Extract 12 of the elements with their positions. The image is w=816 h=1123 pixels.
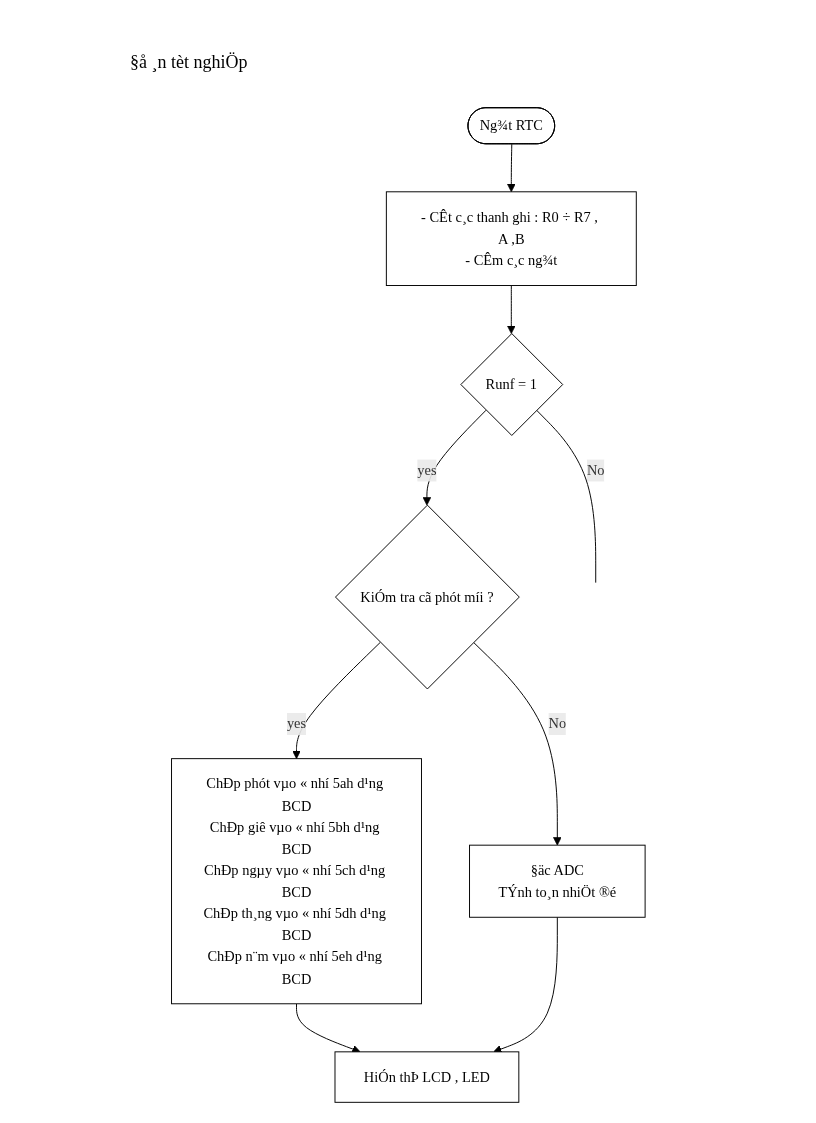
node-box: HiÓn thÞ LCD , LED [334,1051,519,1103]
node-diamond: Runf = 1 [460,333,563,436]
connector [535,409,596,584]
edge-label: yes [286,715,306,732]
node-box: §äc ADC TÝnh to¸n nhiÖt ®é [468,844,646,918]
edge-label: yes [416,462,437,478]
edge-label: No [586,462,605,478]
edge-label: No [548,715,566,732]
node-box: - CÊt c¸c thanh ghi : R0 ÷ R7 , A ,B - CÊm c¸c ng¾t [385,191,637,286]
node-box: ChÐp phót vµo « nhí 5ah d¹ng BCD ChÐp giê vµo « nhí 5bh d¹ng BCD ChÐp ngµy vµo « nhí 5ch d¹ng BCD ChÐp th¸ng vµo « nhí 5dh d¹ng BCD ChÐp n¨m vµo « nhí 5eh d¹ng BCD [170,758,422,1005]
node-diamond: KiÓm tra cã phót míi ? [334,504,520,690]
page-header: §å ¸n tèt nghiÖp [130,52,248,73]
